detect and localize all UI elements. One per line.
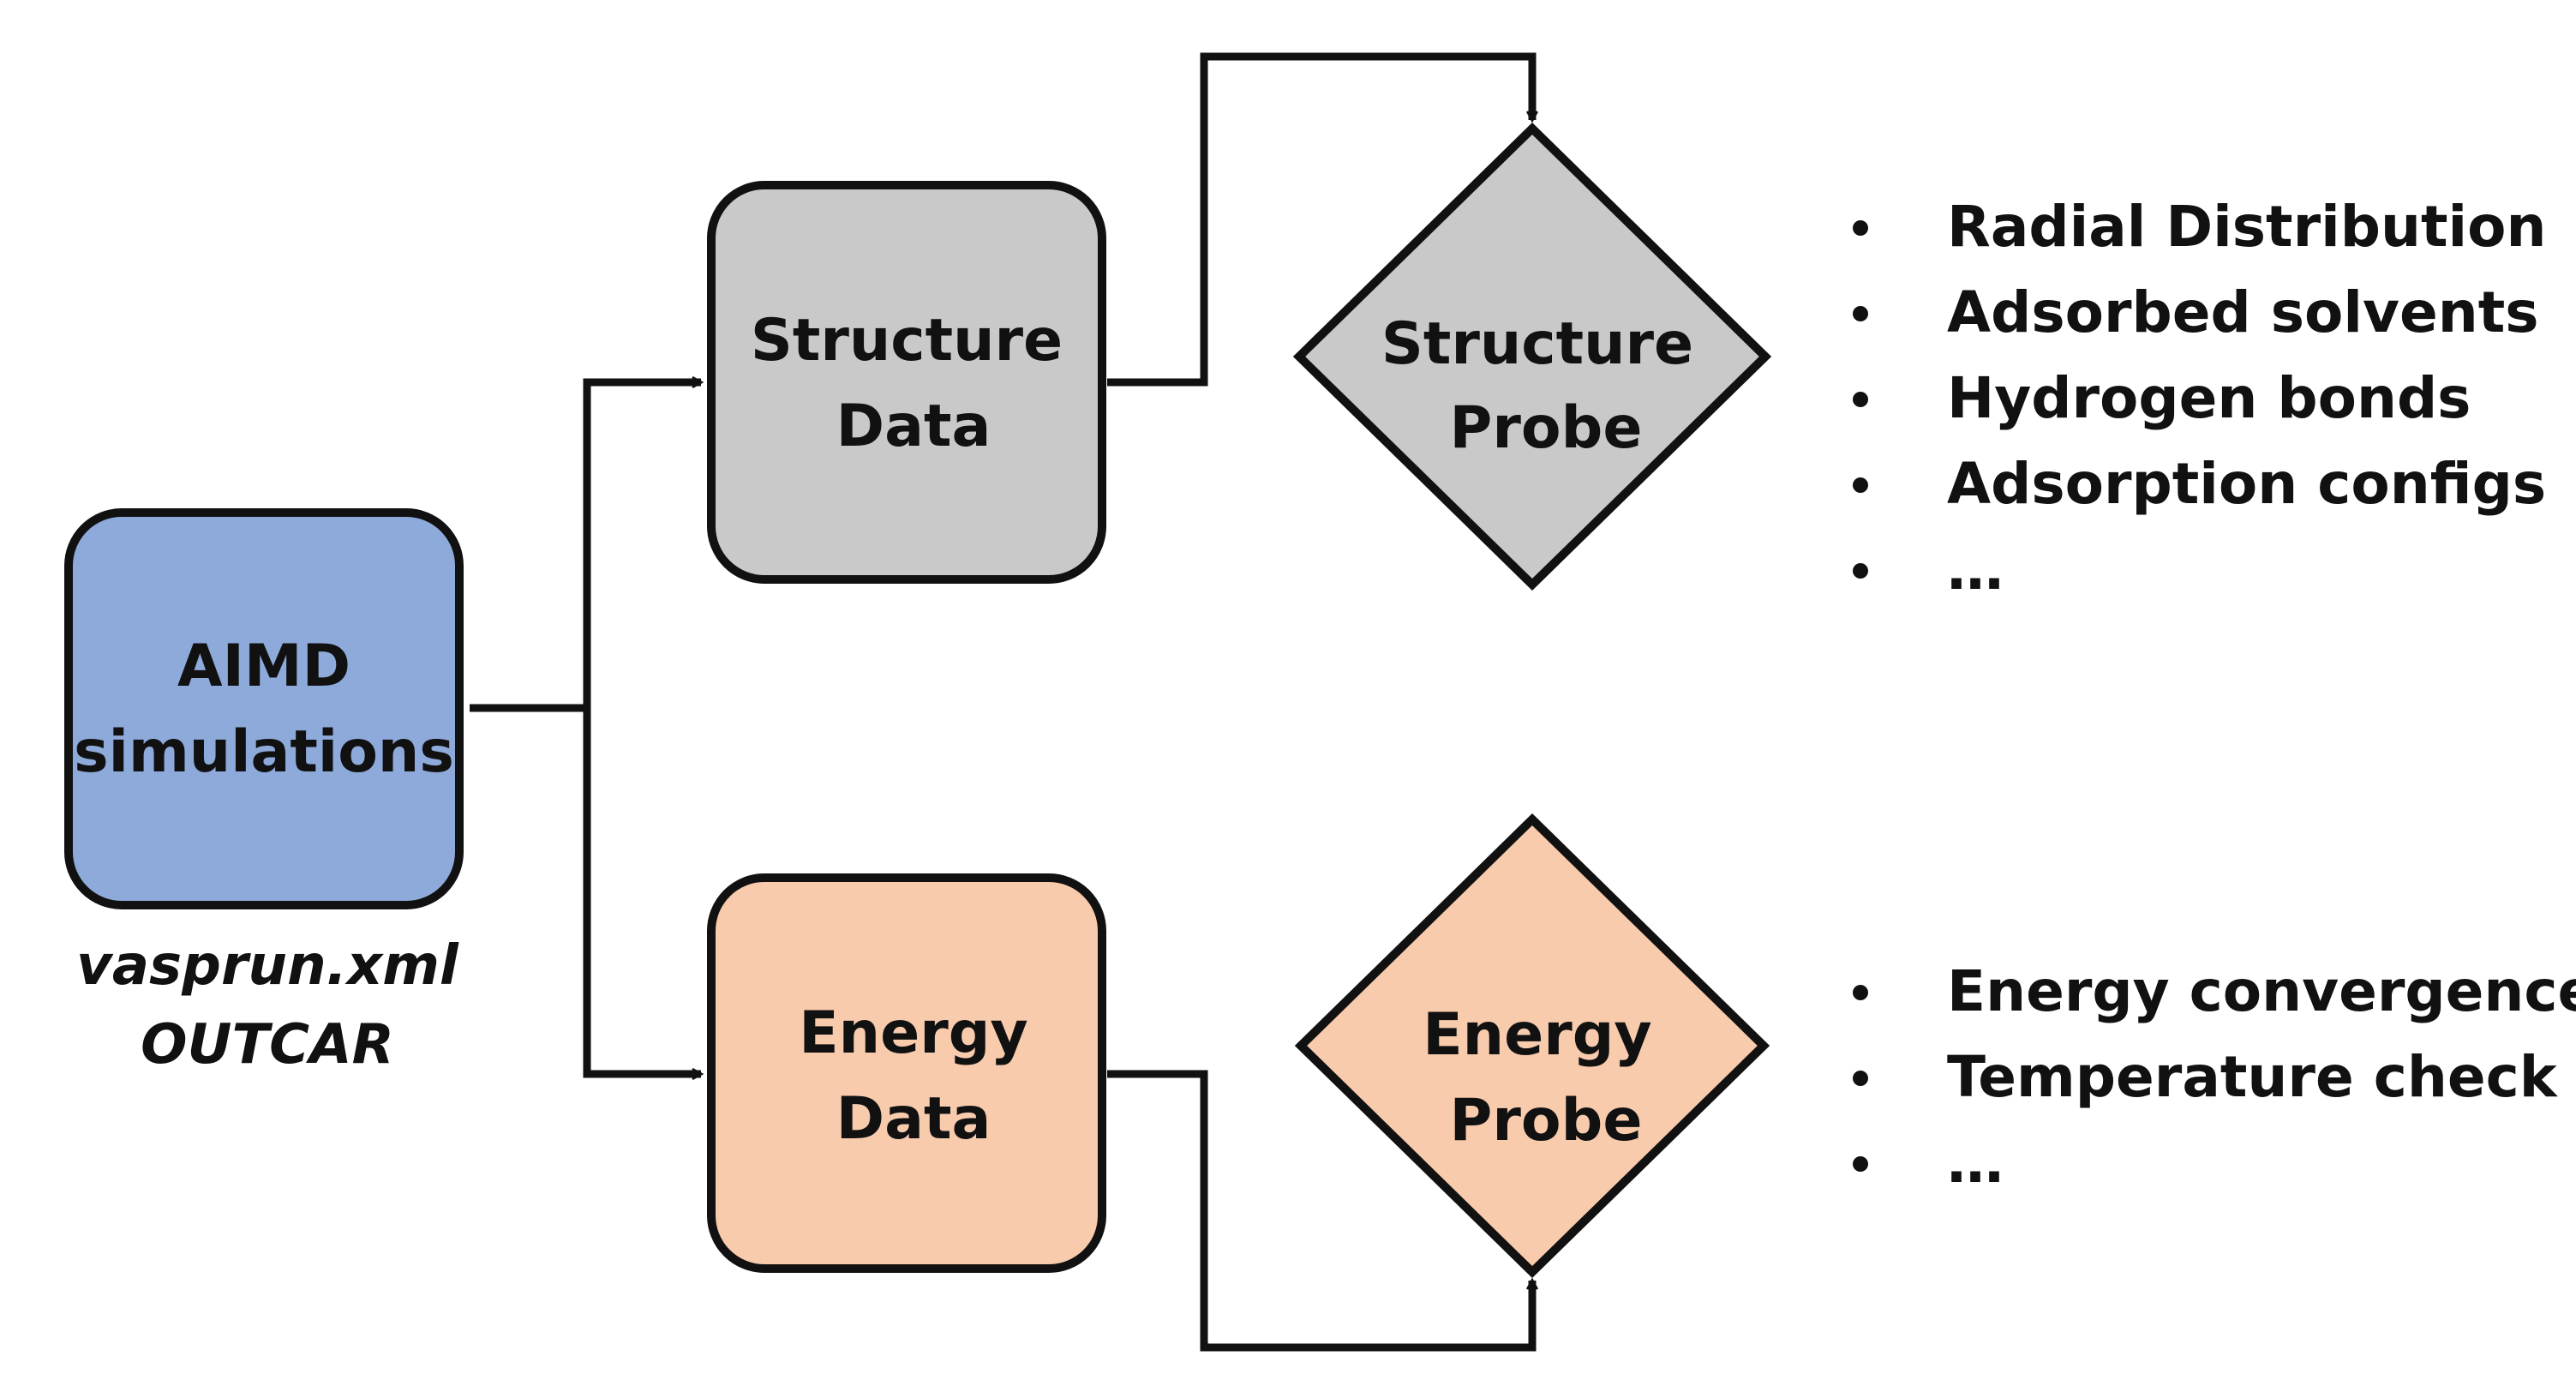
structure-data-box [707, 181, 1106, 584]
structure-probe-diamond [1292, 123, 1772, 591]
file-label-vasprun: vasprun.xml [76, 934, 459, 998]
energy-data-label-line1: Energy [799, 999, 1028, 1067]
structure-outputs-list: Radial Distribution Adsorbed solvents Hy… [1853, 184, 2547, 613]
aimd-simulations-node: AIMD simulations [64, 508, 464, 909]
energy-data-node: Energy Data [707, 873, 1106, 1273]
structure-data-label-line2: Data [836, 393, 991, 460]
aimd-label-line2: simulations [74, 718, 454, 786]
energy-outputs-list: Energy convergence Temperature check … [1853, 949, 2576, 1206]
structure-data-label-line1: Structure [751, 307, 1063, 375]
energy-data-label-line2: Data [836, 1085, 991, 1153]
energy-data-box [707, 873, 1106, 1273]
structure-output-item: Radial Distribution [1853, 184, 2547, 270]
structure-probe-label-line1: Structure [1381, 310, 1693, 378]
structure-probe-node: Structure Probe [1292, 123, 1772, 591]
file-label-outcar: OUTCAR [141, 1013, 394, 1077]
energy-probe-node: Energy Probe [1294, 813, 1770, 1278]
energy-probe-label-line2: Probe [1450, 1087, 1643, 1155]
arrow-structure-data-to-probe [1107, 52, 1532, 387]
energy-output-item: Temperature check [1853, 1035, 2576, 1120]
energy-probe-diamond [1294, 813, 1770, 1278]
structure-data-node: Structure Data [707, 181, 1106, 584]
arrow-to-structure-data [583, 382, 701, 708]
structure-output-item: Adsorbed solvents [1853, 270, 2547, 356]
energy-output-item: Energy convergence [1853, 949, 2576, 1035]
energy-output-item: … [1853, 1120, 2576, 1206]
energy-probe-label-line1: Energy [1423, 1001, 1652, 1069]
connectors [470, 52, 1532, 1352]
structure-output-item: … [1853, 527, 2547, 613]
arrow-to-energy-data [583, 708, 701, 1074]
arrow-energy-data-to-probe [1107, 1070, 1532, 1352]
structure-output-item: Hydrogen bonds [1853, 356, 2547, 441]
structure-probe-label-line2: Probe [1450, 394, 1643, 462]
aimd-label-line1: AIMD [177, 633, 350, 700]
aimd-simulations-box [64, 508, 464, 909]
structure-output-item: Adsorption configs [1853, 441, 2547, 527]
